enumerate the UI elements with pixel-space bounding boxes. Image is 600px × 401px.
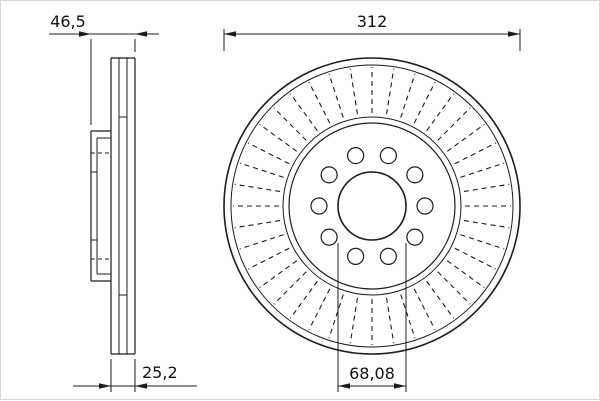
vent-slot — [328, 294, 344, 339]
vent-slot — [437, 107, 471, 141]
vent-slot — [426, 280, 455, 319]
vent-slot — [273, 271, 307, 305]
vent-slot — [437, 271, 471, 305]
vent-slot — [289, 280, 318, 319]
vent-slot — [446, 123, 485, 152]
dimension-total-width: 46,5 — [49, 12, 159, 125]
vent-slot — [454, 142, 497, 165]
dimension-outer-diameter: 312 — [223, 12, 521, 51]
vent-slot — [273, 107, 307, 141]
side-view — [90, 57, 136, 355]
bolt-hole — [406, 228, 424, 246]
vent-slot — [289, 93, 318, 132]
dimension-label-total-width: 46,5 — [50, 12, 86, 31]
vent-slot — [234, 220, 281, 229]
center-bore-circle — [337, 171, 407, 241]
vent-slot — [460, 162, 505, 178]
vent-slot — [463, 183, 510, 192]
vent-slot — [426, 93, 455, 132]
vent-slot — [400, 73, 416, 118]
vent-slot — [463, 220, 510, 229]
vent-slot — [454, 247, 497, 270]
vent-slot — [247, 247, 290, 270]
bolt-hole — [347, 247, 365, 266]
bolt-hole — [379, 247, 397, 266]
vent-slot — [239, 162, 284, 178]
dimension-label-center-bore: 68,08 — [349, 364, 395, 383]
outer-diameter-circle — [223, 57, 521, 355]
vent-slot — [308, 288, 331, 331]
vent-slot — [308, 81, 331, 124]
bolt-hole-group — [310, 146, 434, 266]
vent-slot — [413, 81, 436, 124]
vent-slot — [386, 68, 395, 115]
vent-slot — [349, 68, 358, 115]
vent-slot — [446, 260, 485, 289]
vent-slot — [328, 73, 344, 118]
bolt-hole — [310, 197, 328, 215]
bolt-hole — [320, 166, 338, 184]
dimension-ring-thickness: 25,2 — [73, 359, 197, 392]
vent-slot — [239, 234, 284, 250]
bolt-hole — [379, 146, 397, 165]
dimension-label-outer-diameter: 312 — [357, 12, 388, 31]
vent-slot-group — [233, 67, 511, 345]
bolt-hole — [347, 146, 365, 165]
vent-slot — [259, 123, 298, 152]
vent-slot — [400, 294, 416, 339]
vent-slot — [234, 183, 281, 192]
friction-band-inner-circle — [282, 116, 462, 296]
hat-edge-circle — [288, 122, 456, 290]
dimension-label-ring-thickness: 25,2 — [142, 363, 178, 382]
vent-slot — [413, 288, 436, 331]
vent-slot — [386, 297, 395, 344]
vent-slot — [247, 142, 290, 165]
vent-slot — [259, 260, 298, 289]
bolt-hole — [406, 166, 424, 184]
outer-rim-inner-circle — [230, 64, 514, 348]
vent-slot — [460, 234, 505, 250]
front-view — [223, 57, 521, 355]
bolt-hole — [416, 197, 434, 215]
vent-slot — [349, 297, 358, 344]
dimension-center-bore: 68,08 — [337, 243, 407, 392]
bolt-hole — [320, 228, 338, 246]
